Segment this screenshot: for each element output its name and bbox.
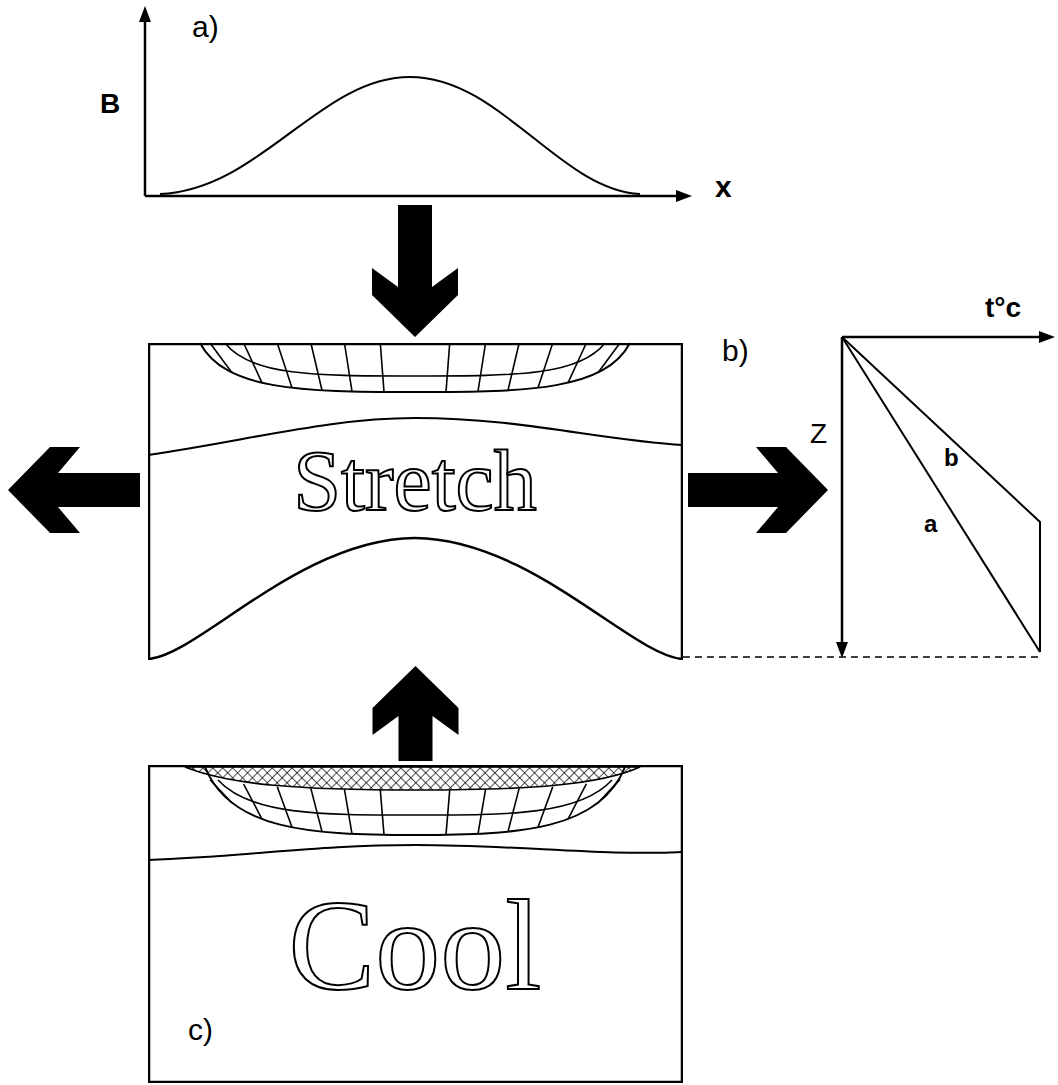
fault-line <box>538 343 553 388</box>
fault-line <box>478 789 486 833</box>
axis-label: Z <box>810 420 827 448</box>
fault-line <box>311 788 322 831</box>
fault-line <box>380 790 384 835</box>
extension-arrow <box>8 447 140 533</box>
stage-title: Stretch <box>285 436 545 526</box>
fault-line <box>244 784 262 819</box>
fault-line <box>311 343 322 390</box>
section-box: Cool c) <box>148 765 683 1083</box>
uplift-arrow <box>373 666 459 761</box>
fault-line <box>277 787 292 828</box>
fault-line <box>210 343 232 373</box>
panel-letter: b) <box>722 336 749 366</box>
panel-letter: a) <box>192 12 219 42</box>
panel-letter: c) <box>188 1015 213 1045</box>
fault-line <box>598 343 620 373</box>
stage-title: Cool <box>281 878 550 1012</box>
field-graph <box>139 6 692 202</box>
extension-arrow <box>688 447 828 533</box>
fault-line <box>446 790 450 835</box>
fault-line <box>380 343 384 392</box>
cool-section <box>148 767 683 860</box>
curve-label: a <box>924 512 937 536</box>
section-box: Stretch <box>148 343 683 660</box>
fault-line <box>538 787 553 828</box>
temperature-graph <box>683 331 1055 658</box>
axis-label: x <box>715 172 732 202</box>
fault-line <box>277 343 292 388</box>
fault-line <box>568 343 586 383</box>
fault-line <box>210 780 232 803</box>
fault-line <box>568 784 586 819</box>
fault-line <box>446 343 450 392</box>
axis-label: B <box>100 90 120 118</box>
fault-line <box>508 788 519 831</box>
curve-label: b <box>944 446 959 470</box>
axis-label: t°c <box>985 294 1021 322</box>
fault-line <box>478 343 486 391</box>
fault-line <box>344 343 352 391</box>
fault-line <box>598 779 620 803</box>
fault-line <box>344 789 352 833</box>
fault-line <box>508 343 519 390</box>
fault-line <box>244 343 262 383</box>
compression-arrow <box>372 205 458 337</box>
